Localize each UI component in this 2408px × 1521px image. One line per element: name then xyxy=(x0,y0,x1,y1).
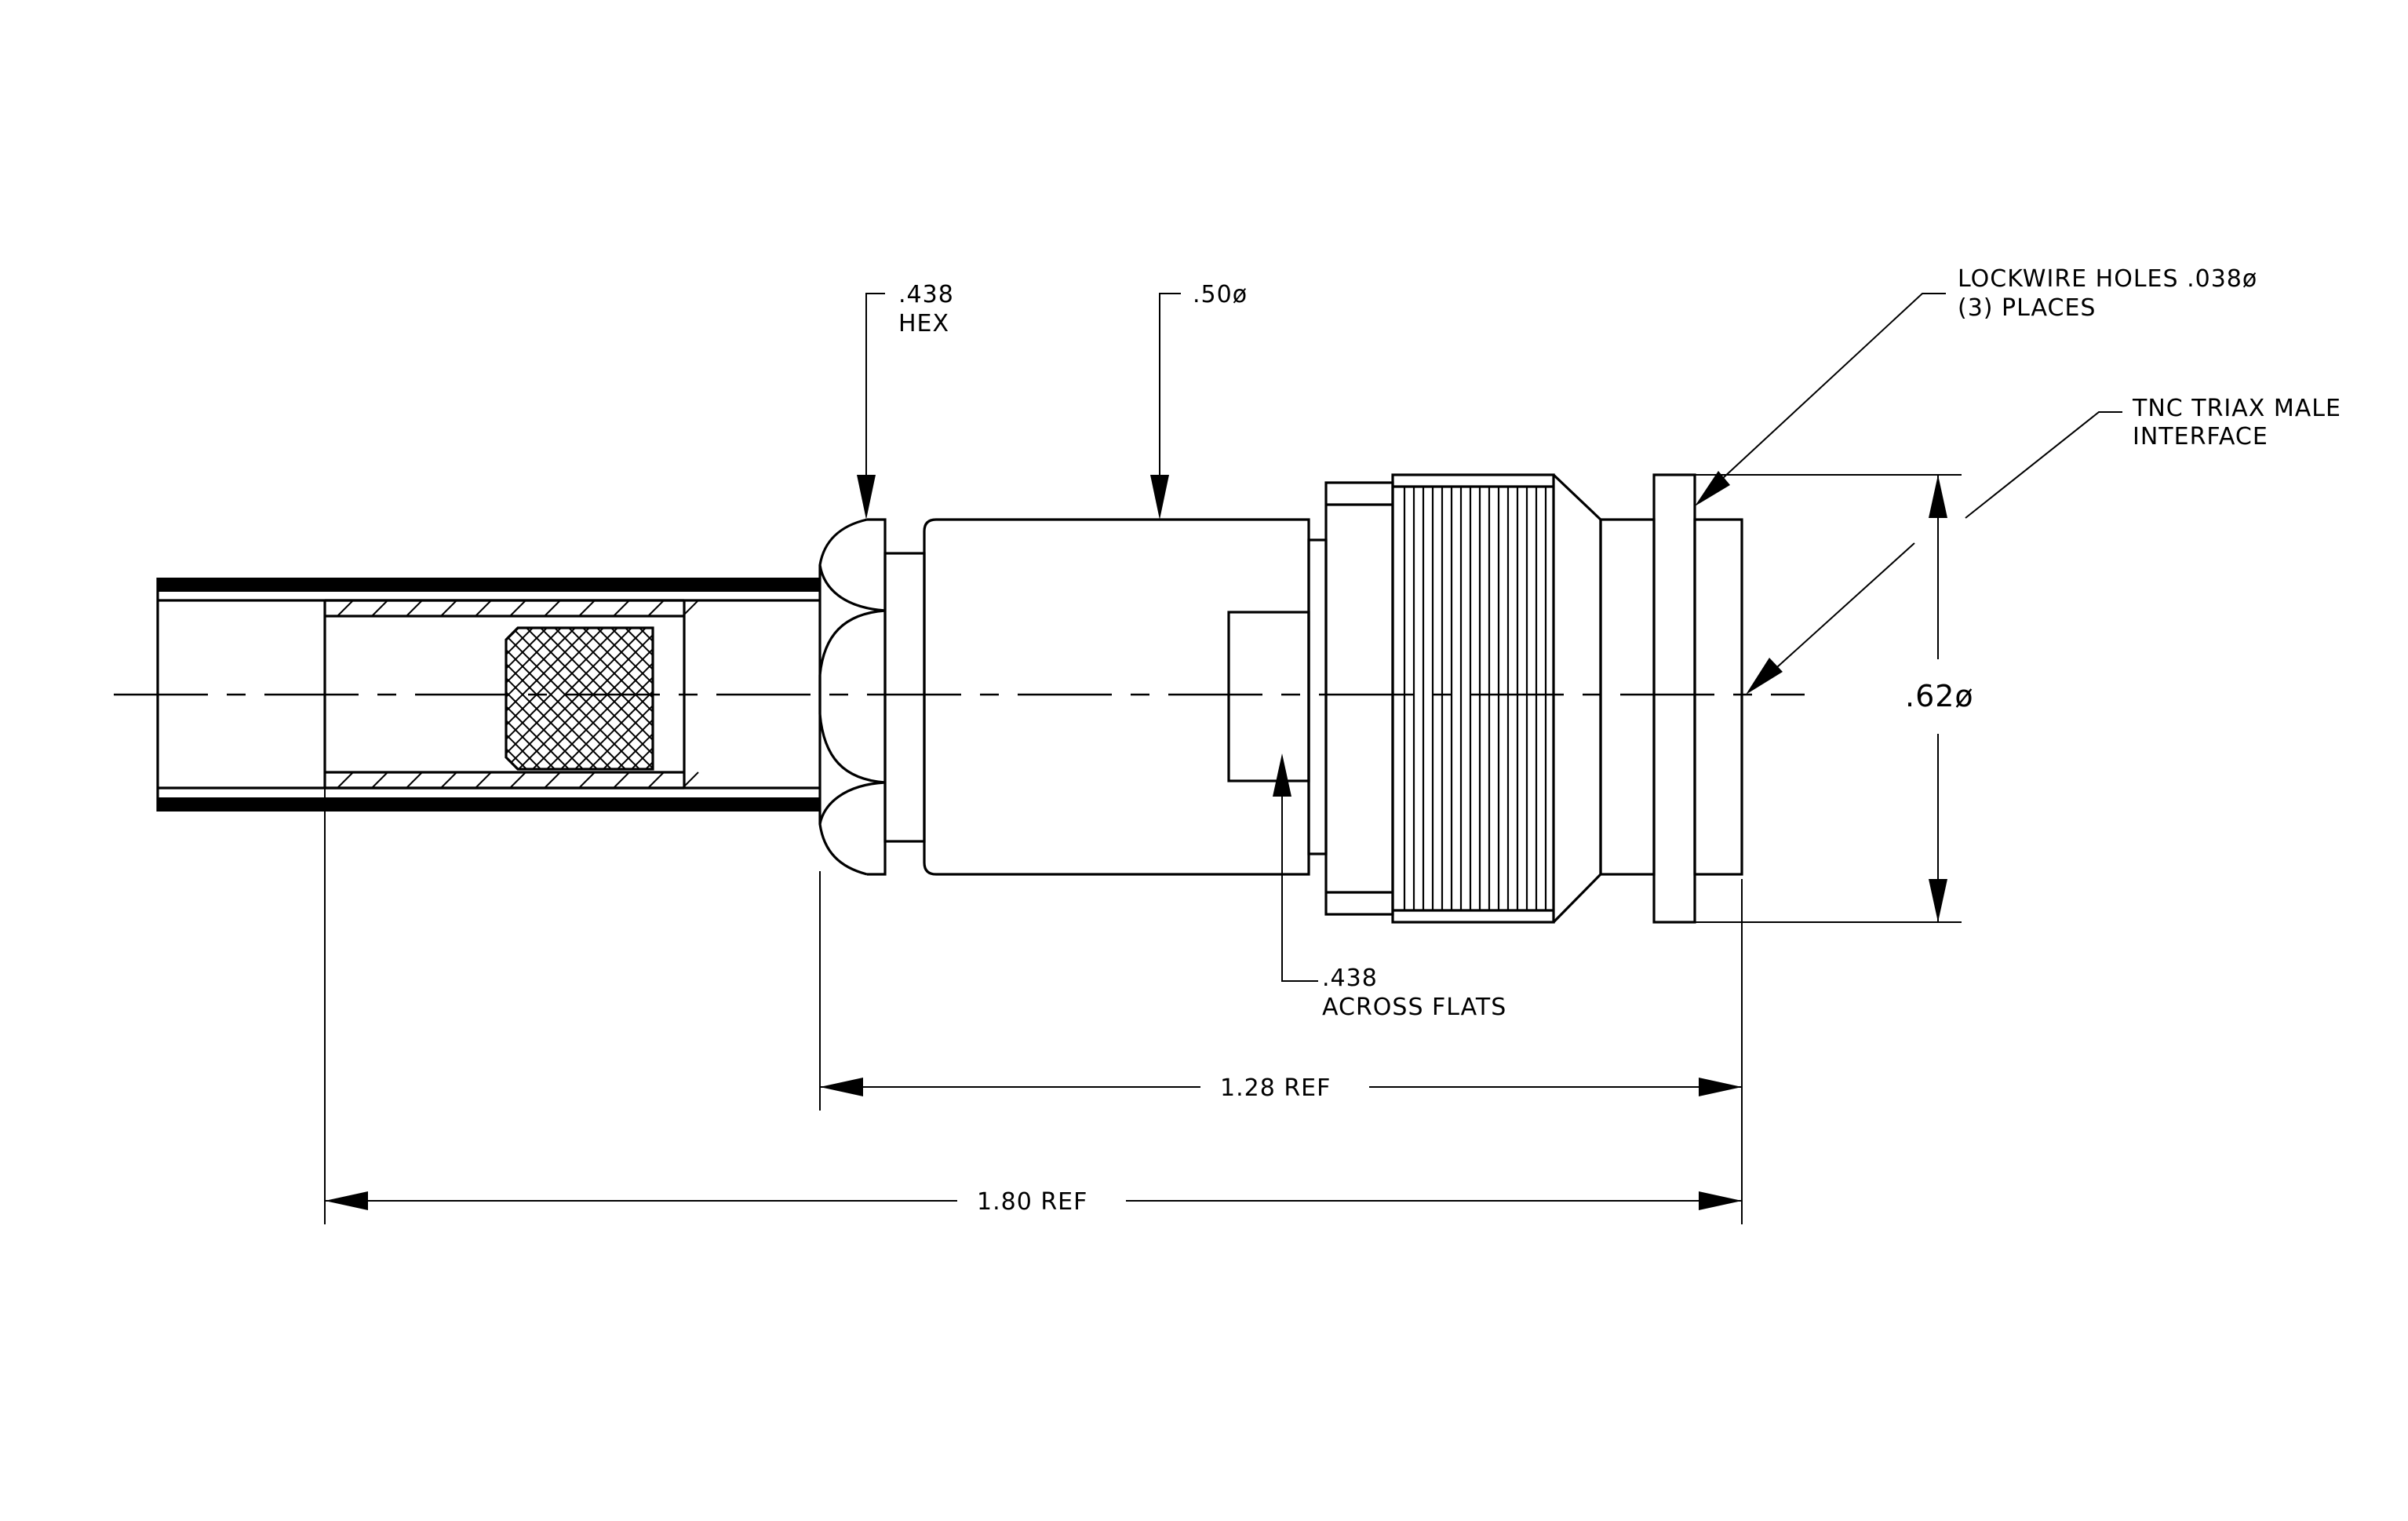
interface-body xyxy=(1552,473,1743,924)
hatch-line xyxy=(613,771,630,789)
dim-label-connector-length: 1.28 REF xyxy=(1220,1074,1331,1102)
hatch-line xyxy=(544,771,561,789)
coupling-flange xyxy=(1324,481,1394,916)
hatch-line xyxy=(337,600,354,617)
callout-interface-label: INTERFACE xyxy=(2133,423,2268,450)
knurled-coupling-nut xyxy=(1391,473,1555,924)
hatch-line xyxy=(506,628,644,769)
callout-body-diameter: .50ø xyxy=(1193,281,1248,308)
callout-lockwire-places: (3) PLACES xyxy=(1958,294,2096,322)
hatch-line xyxy=(440,600,457,617)
hatch-line xyxy=(475,771,492,789)
hatch-line xyxy=(613,600,630,617)
hatch-line xyxy=(528,628,653,769)
cable-jacket xyxy=(156,578,820,812)
hatch-line xyxy=(585,628,653,769)
hatch-line xyxy=(406,600,423,617)
hatch-line xyxy=(682,600,699,617)
dim-label-overall-length: 1.80 REF xyxy=(977,1188,1087,1216)
hatch-line xyxy=(556,628,653,769)
center-contact xyxy=(505,626,654,771)
hatch-line xyxy=(506,628,559,769)
hatch-line xyxy=(440,771,457,789)
hatch-line xyxy=(682,771,699,789)
hatch-line xyxy=(506,628,574,769)
hatch-line xyxy=(578,771,596,789)
hatch-line xyxy=(506,628,588,769)
hatch-line xyxy=(337,771,354,789)
hatch-line xyxy=(371,771,388,789)
callout-overall-diameter: .62ø xyxy=(1905,679,1974,713)
hatch-line xyxy=(506,628,545,769)
hatch-line xyxy=(599,628,653,769)
callout-lockwire-holes: LOCKWIRE HOLES .038ø xyxy=(1958,265,2257,293)
hatch-line xyxy=(570,628,653,769)
dim-overall-diameter xyxy=(1683,474,1962,923)
leader-lockwire xyxy=(1695,293,1946,506)
hatch-line xyxy=(406,771,423,789)
hatch-line xyxy=(578,600,596,617)
hatch-line xyxy=(585,628,653,769)
hatch-line xyxy=(613,628,653,769)
main-body xyxy=(923,518,1328,876)
hatch-line xyxy=(506,628,630,769)
hatch-line xyxy=(506,628,602,769)
callout-flats-label: ACROSS FLATS xyxy=(1322,994,1506,1021)
hatch-line xyxy=(371,600,388,617)
hatch-line xyxy=(509,771,526,789)
inner-sleeve xyxy=(323,599,699,790)
leader-hex xyxy=(857,293,885,520)
leader-interface xyxy=(1746,411,2122,695)
dim-overall-length xyxy=(324,788,1743,1224)
hatch-line xyxy=(544,600,561,617)
callout-hex-value: .438 xyxy=(898,281,954,308)
hatch-line xyxy=(542,628,653,769)
dim-connector-length xyxy=(819,871,1743,1114)
hatch-line xyxy=(514,628,653,769)
hatch-line xyxy=(506,628,559,769)
leader-flats xyxy=(1273,753,1318,982)
hatch-line xyxy=(506,628,616,769)
leader-body-dia xyxy=(1150,293,1181,520)
hatch-line xyxy=(506,628,653,769)
hatch-line xyxy=(647,600,665,617)
hatch-line xyxy=(647,771,665,789)
hatch-line xyxy=(509,600,526,617)
hatch-line xyxy=(506,628,545,769)
neck xyxy=(883,552,926,843)
hatch-line xyxy=(506,628,574,769)
hatch-line xyxy=(475,600,492,617)
callout-flats-value: .438 xyxy=(1322,965,1378,992)
hatch-line xyxy=(599,628,653,769)
hex-nut xyxy=(818,518,887,876)
hatch-line xyxy=(613,628,653,769)
callout-hex-label: HEX xyxy=(898,310,949,337)
callout-interface-type: TNC TRIAX MALE xyxy=(2132,395,2341,422)
